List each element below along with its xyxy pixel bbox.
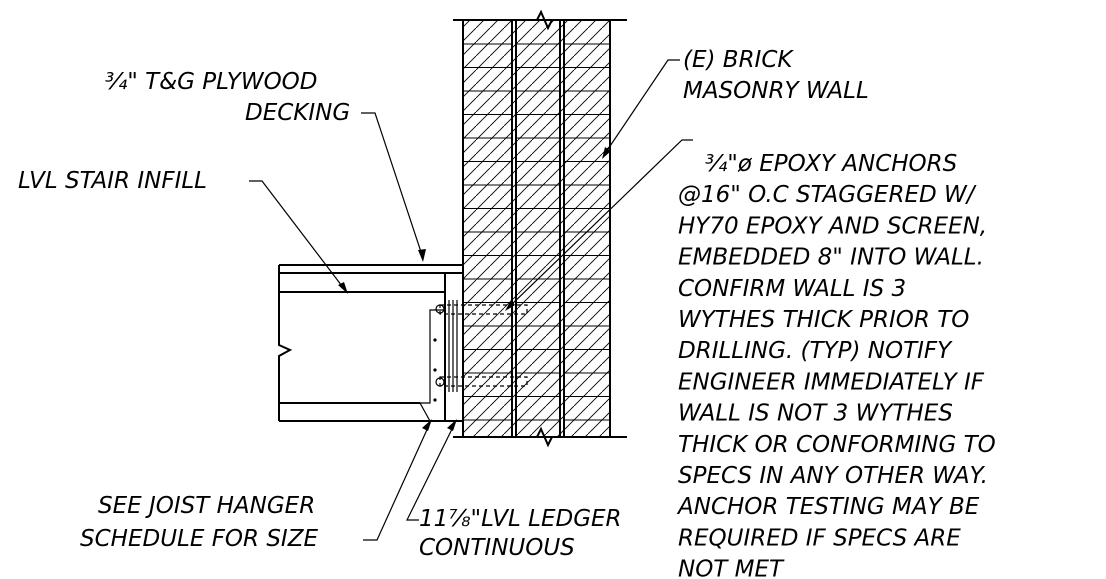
joist-hanger [418, 300, 458, 422]
anchor-note-line: REQUIRED IF SPECS ARE [678, 525, 961, 551]
anchor-note-line: @16" O.C STAGGERED W/ [678, 182, 977, 208]
lvl-stair-infill [278, 264, 463, 422]
anchor-note-line: ANCHOR TESTING MAY BE [676, 494, 980, 520]
anchor-note-line: NOT MET [678, 557, 785, 579]
anchor-note-line: SPECS IN ANY OTHER WAY. [678, 463, 988, 489]
ledger-label-line1: 11⅞"LVL LEDGER [419, 506, 622, 532]
brick-wall [453, 9, 627, 448]
anchor-note-line: ¾"ø EPOXY ANCHORS [705, 151, 957, 177]
anchor-note-line: CONFIRM WALL IS 3 [678, 276, 906, 302]
leader-lines [249, 59, 693, 541]
anchor-note-line: EMBEDDED 8" INTO WALL. [678, 245, 984, 271]
anchor-note-line: HY70 EPOXY AND SCREEN, [678, 213, 987, 239]
anchor-note-line: THICK OR CONFORMING TO [678, 432, 996, 458]
hanger-label-line1: SEE JOIST HANGER [98, 493, 315, 519]
stair-infill-label: LVL STAIR INFILL [18, 168, 207, 194]
anchor-note-line: WALL IS NOT 3 WYTHES [678, 401, 953, 427]
anchor-note: ¾"ø EPOXY ANCHORS @16" O.C STAGGERED W/HY… [676, 151, 996, 579]
hanger-label-line2: SCHEDULE FOR SIZE [80, 526, 318, 552]
lvl-ledger [444, 272, 464, 422]
decking-label-line2: DECKING [245, 100, 350, 126]
decking-label-line1: ¾" T&G PLYWOOD [105, 69, 318, 95]
brick-wall-label-line2: MASONRY WALL [683, 78, 869, 104]
anchor-note-line: DRILLING. (TYP) NOTIFY [678, 338, 953, 364]
ledger-label-line2: CONTINUOUS [419, 535, 575, 561]
anchor-note-line: ENGINEER IMMEDIATELY IF [678, 369, 985, 395]
epoxy-anchors [435, 304, 528, 387]
brick-wall-label-line1: (E) BRICK [683, 47, 794, 73]
anchor-note-line: WYTHES THICK PRIOR TO [678, 307, 969, 333]
